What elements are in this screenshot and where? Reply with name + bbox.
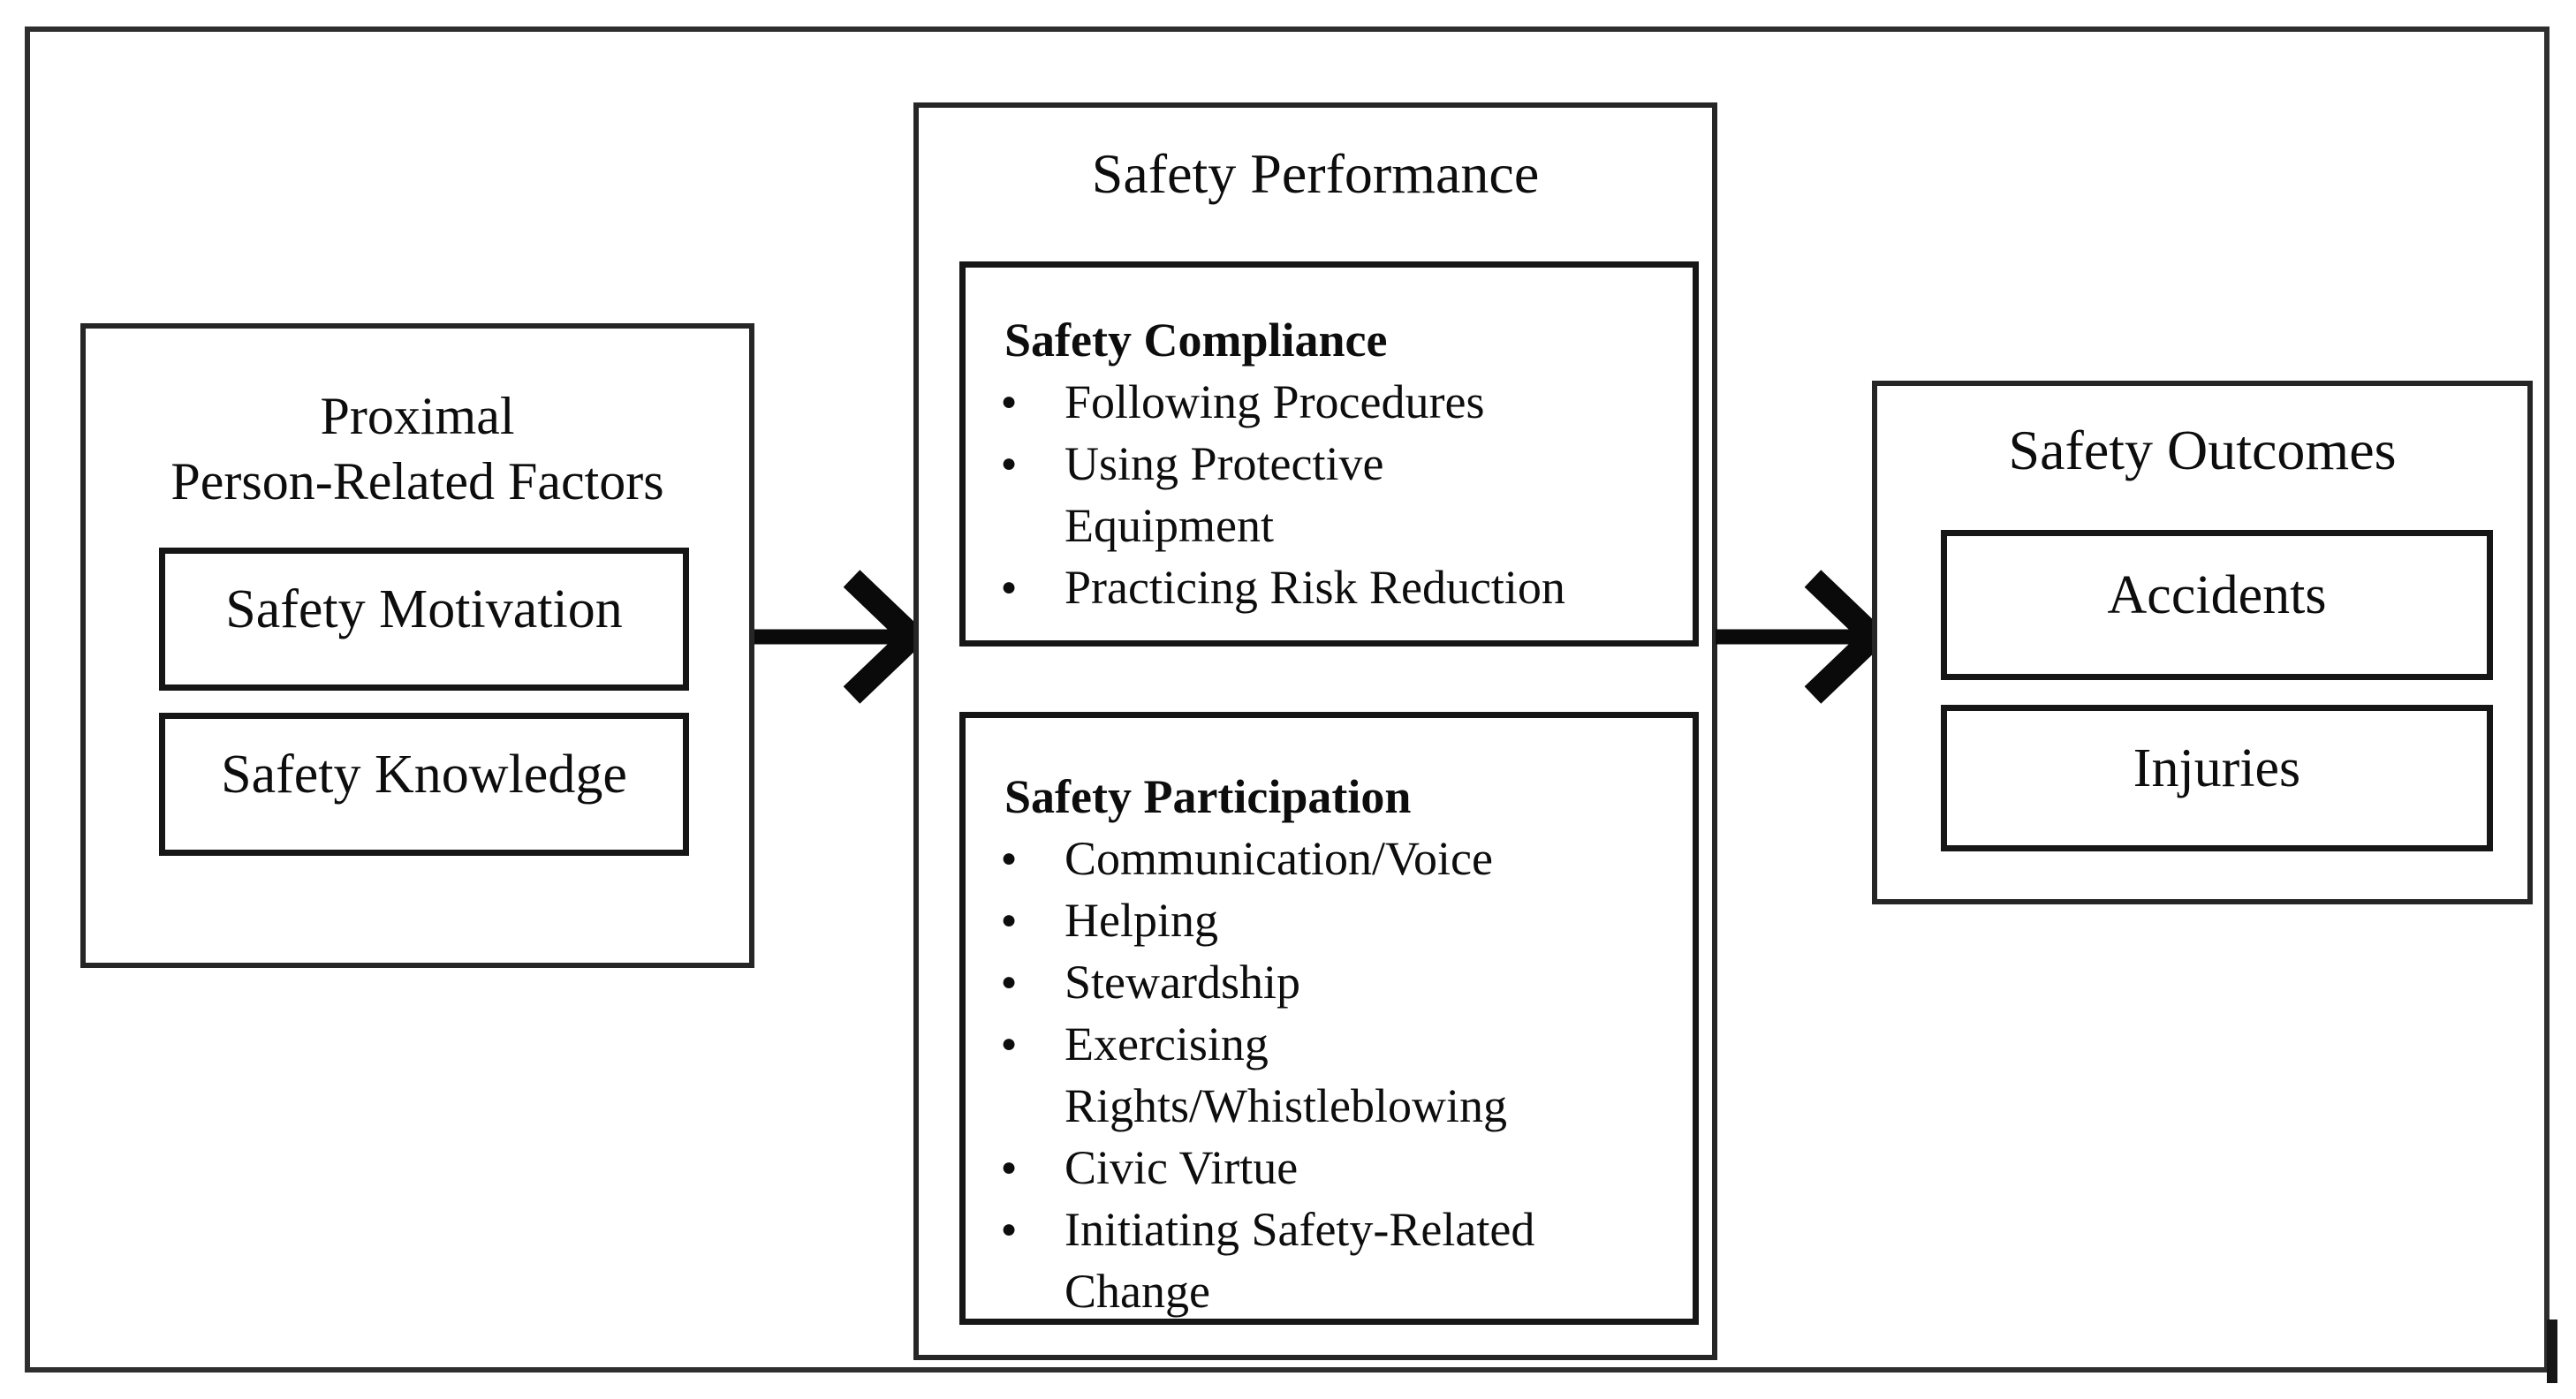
safety-motivation-box: Safety Motivation bbox=[159, 548, 689, 691]
bullet-icon: ● bbox=[1001, 905, 1018, 934]
list-item-text: Exercising Rights/Whistleblowing bbox=[1064, 1017, 1508, 1132]
list-item: ● Civic Virtue bbox=[966, 1137, 1693, 1199]
proximal-factors-title-line2: Person-Related Factors bbox=[170, 452, 664, 510]
list-item: ● Stewardship bbox=[966, 951, 1693, 1013]
safety-participation-box: Safety Participation ● Communication/Voi… bbox=[959, 712, 1699, 1325]
proximal-factors-title-line1: Proximal bbox=[320, 387, 515, 445]
arrow-factors-to-performance-icon bbox=[754, 570, 921, 704]
injuries-label: Injuries bbox=[2133, 737, 2301, 798]
arrow-performance-to-outcomes-icon bbox=[1716, 570, 1882, 704]
list-item: ● Using Protective Equipment bbox=[966, 433, 1693, 556]
list-item: ● Initiating Safety-Related Change bbox=[966, 1199, 1693, 1322]
list-item-text: Stewardship bbox=[1064, 956, 1300, 1009]
list-item: ● Exercising Rights/Whistleblowing bbox=[966, 1013, 1693, 1137]
bullet-icon: ● bbox=[1001, 1214, 1018, 1244]
accidents-box: Accidents bbox=[1941, 530, 2493, 680]
list-item: ● Helping bbox=[966, 889, 1693, 951]
figure-frame: Proximal Person-Related Factors Safety M… bbox=[25, 26, 2549, 1373]
safety-performance-box: Safety Performance Safety Compliance ● F… bbox=[913, 102, 1717, 1360]
list-item-text: Initiating Safety-Related Change bbox=[1064, 1203, 1535, 1318]
bullet-icon: ● bbox=[1001, 843, 1018, 873]
bullet-icon: ● bbox=[1001, 572, 1018, 601]
safety-outcomes-box: Safety Outcomes Accidents Injuries bbox=[1872, 381, 2533, 904]
safety-participation-header: Safety Participation bbox=[1004, 770, 1412, 823]
bullet-icon: ● bbox=[1001, 1153, 1018, 1182]
list-item: ● Practicing Risk Reduction bbox=[966, 556, 1693, 618]
proximal-factors-title: Proximal Person-Related Factors bbox=[86, 329, 749, 514]
safety-performance-title: Safety Performance bbox=[1091, 142, 1540, 205]
list-item-text: Communication/Voice bbox=[1064, 832, 1493, 885]
list-item-text: Using Protective Equipment bbox=[1064, 437, 1384, 552]
frame-corner-artifact bbox=[2547, 1320, 2557, 1383]
safety-compliance-header: Safety Compliance bbox=[1004, 314, 1388, 367]
safety-motivation-label: Safety Motivation bbox=[225, 579, 623, 639]
injuries-box: Injuries bbox=[1941, 705, 2493, 851]
proximal-person-related-factors-box: Proximal Person-Related Factors Safety M… bbox=[80, 323, 754, 968]
bullet-icon: ● bbox=[1001, 967, 1018, 996]
list-item-text: Following Procedures bbox=[1064, 375, 1485, 428]
bullet-icon: ● bbox=[1001, 387, 1018, 416]
list-item-text: Civic Virtue bbox=[1064, 1141, 1299, 1194]
safety-compliance-list: ● Following Procedures ● Using Protectiv… bbox=[966, 371, 1693, 618]
list-item: ● Communication/Voice bbox=[966, 828, 1693, 889]
bullet-icon: ● bbox=[1001, 449, 1018, 478]
list-item-text: Practicing Risk Reduction bbox=[1064, 561, 1565, 614]
list-item: ● Following Procedures bbox=[966, 371, 1693, 433]
safety-compliance-box: Safety Compliance ● Following Procedures… bbox=[959, 261, 1699, 647]
safety-participation-list: ● Communication/Voice ● Helping ● Stewar… bbox=[966, 828, 1693, 1322]
safety-knowledge-box: Safety Knowledge bbox=[159, 713, 689, 856]
safety-outcomes-title: Safety Outcomes bbox=[2008, 419, 2397, 481]
bullet-icon: ● bbox=[1001, 1029, 1018, 1058]
safety-knowledge-label: Safety Knowledge bbox=[221, 744, 627, 805]
list-item-text: Helping bbox=[1064, 894, 1218, 947]
accidents-label: Accidents bbox=[2107, 564, 2327, 625]
